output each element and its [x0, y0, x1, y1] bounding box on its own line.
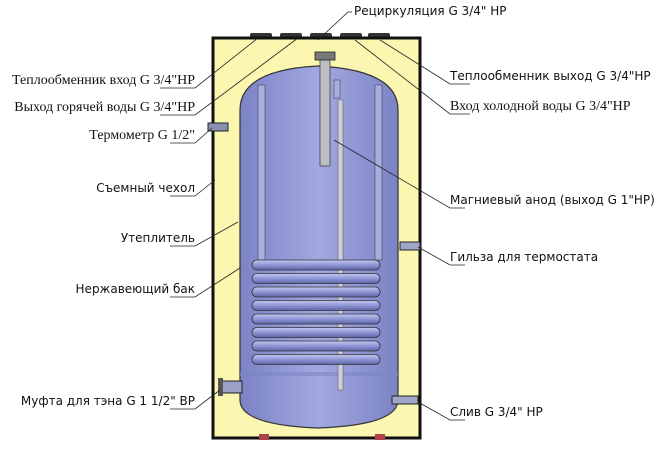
leader-lines	[160, 11, 470, 421]
label-drain: Слив G 3/4" НР	[450, 405, 543, 419]
label-thermometer: Термометр G 1/2"	[89, 128, 195, 143]
label-heater-coupling: Муфта для тэна G 1 1/2" ВР	[21, 394, 195, 408]
heat-exchanger-coil	[251, 259, 381, 365]
label-stainless-tank: Нержавеющий бак	[76, 282, 195, 296]
label-removable-cover: Съемный чехол	[96, 181, 195, 195]
inner-pipe	[257, 84, 266, 261]
inner-pipe	[374, 84, 383, 261]
coil-turn	[251, 259, 381, 271]
heater-coupling	[221, 380, 243, 394]
label-heat-exchanger-outlet: Теплообменник выход G 3/4"НР	[449, 69, 651, 83]
label-hot-water-outlet: Выход горячей воды G 3/4"НР	[14, 100, 195, 115]
thermometer-port	[207, 122, 229, 132]
coil-turn	[251, 286, 381, 298]
coil-turn	[251, 354, 381, 365]
label-thermostat-sleeve: Гильза для термостата	[450, 250, 598, 264]
foot	[259, 434, 269, 440]
label-heat-exchanger-inlet: Теплообменник вход G 3/4"НР	[12, 73, 195, 88]
thermostat-sleeve	[399, 241, 421, 251]
coil-turn	[251, 327, 381, 338]
coil-turn	[251, 273, 381, 284]
coil-turn	[251, 300, 381, 311]
label-recirculation: Рециркуляция G 3/4" НР	[354, 4, 506, 18]
label-cold-water-inlet: Вход холодной воды G 3/4"НР	[450, 99, 631, 114]
drain-port	[391, 395, 419, 405]
magnesium-anode	[319, 57, 331, 167]
label-insulation: Утеплитель	[121, 231, 195, 245]
foot	[375, 434, 385, 440]
coil-turn	[251, 313, 381, 325]
label-magnesium-anode: Магниевый анод (выход G 1"НР)	[450, 193, 655, 207]
coil-turn	[251, 340, 381, 352]
inner-pipe	[333, 79, 341, 99]
